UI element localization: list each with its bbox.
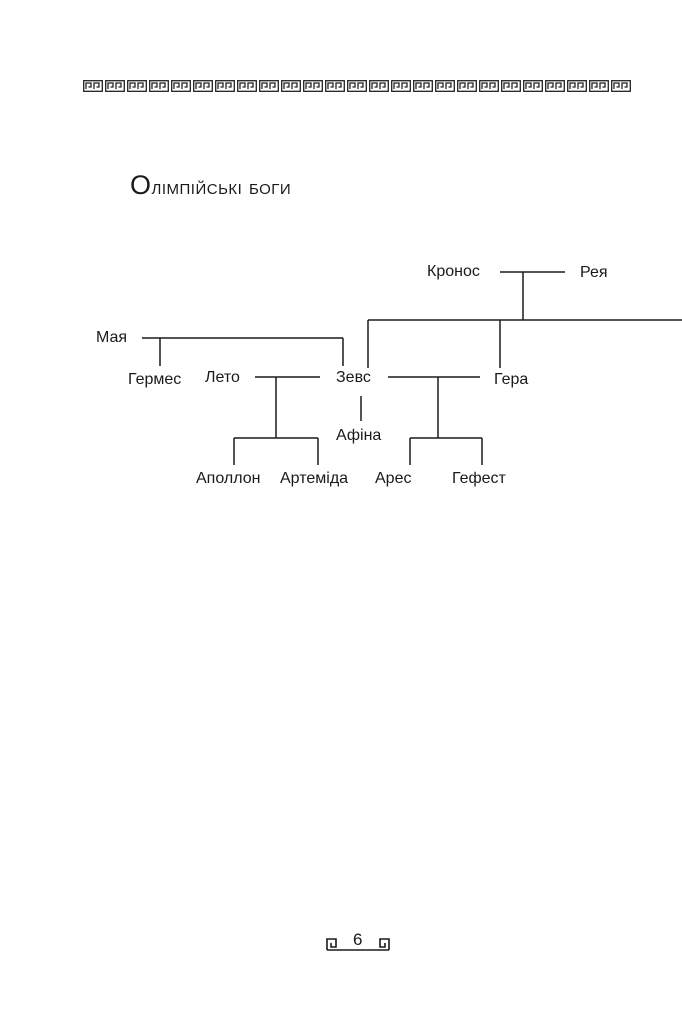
node-apollo: Аполлон: [196, 470, 261, 487]
greek-key-tile-icon: [545, 80, 565, 92]
greek-key-tile-icon: [171, 80, 191, 92]
greek-key-border: [83, 80, 631, 92]
greek-key-tile-icon: [237, 80, 257, 92]
greek-key-tile-icon: [149, 80, 169, 92]
node-hera: Гера: [494, 371, 529, 388]
family-tree-lines: [142, 271, 682, 465]
greek-key-tile-icon: [523, 80, 543, 92]
greek-key-tile-icon: [611, 80, 631, 92]
greek-key-tile-icon: [457, 80, 477, 92]
node-hermes: Гермес: [128, 371, 182, 388]
node-maya: Мая: [96, 329, 128, 346]
greek-key-tile-icon: [281, 80, 301, 92]
node-zeus: Зевс: [336, 369, 371, 386]
node-artemis: Артеміда: [280, 470, 349, 487]
greek-key-tile-icon: [83, 80, 103, 92]
page-title: Олімпійські боги: [130, 170, 292, 200]
greek-key-tile-icon: [215, 80, 235, 92]
greek-key-tile-icon: [303, 80, 323, 92]
greek-key-tile-icon: [325, 80, 345, 92]
node-leto: Лето: [205, 369, 240, 386]
greek-key-tile-icon: [347, 80, 367, 92]
greek-key-tile-icon: [501, 80, 521, 92]
greek-key-tile-icon: [479, 80, 499, 92]
greek-key-tile-icon: [259, 80, 279, 92]
node-rea: Рея: [580, 264, 608, 281]
node-hephaestus: Гефест: [452, 470, 506, 487]
node-kronos: Кронос: [427, 263, 480, 280]
node-ares: Арес: [375, 470, 412, 487]
greek-key-tile-icon: [435, 80, 455, 92]
greek-key-tile-icon: [105, 80, 125, 92]
node-athena: Афіна: [336, 427, 382, 444]
page-number: 6: [353, 930, 363, 949]
greek-key-tile-icon: [369, 80, 389, 92]
greek-key-tile-icon: [193, 80, 213, 92]
greek-key-tile-icon: [413, 80, 433, 92]
page-number-ornament: [326, 938, 390, 951]
greek-key-tile-icon: [567, 80, 587, 92]
greek-key-tile-icon: [127, 80, 147, 92]
greek-key-tile-icon: [589, 80, 609, 92]
greek-key-tile-icon: [391, 80, 411, 92]
